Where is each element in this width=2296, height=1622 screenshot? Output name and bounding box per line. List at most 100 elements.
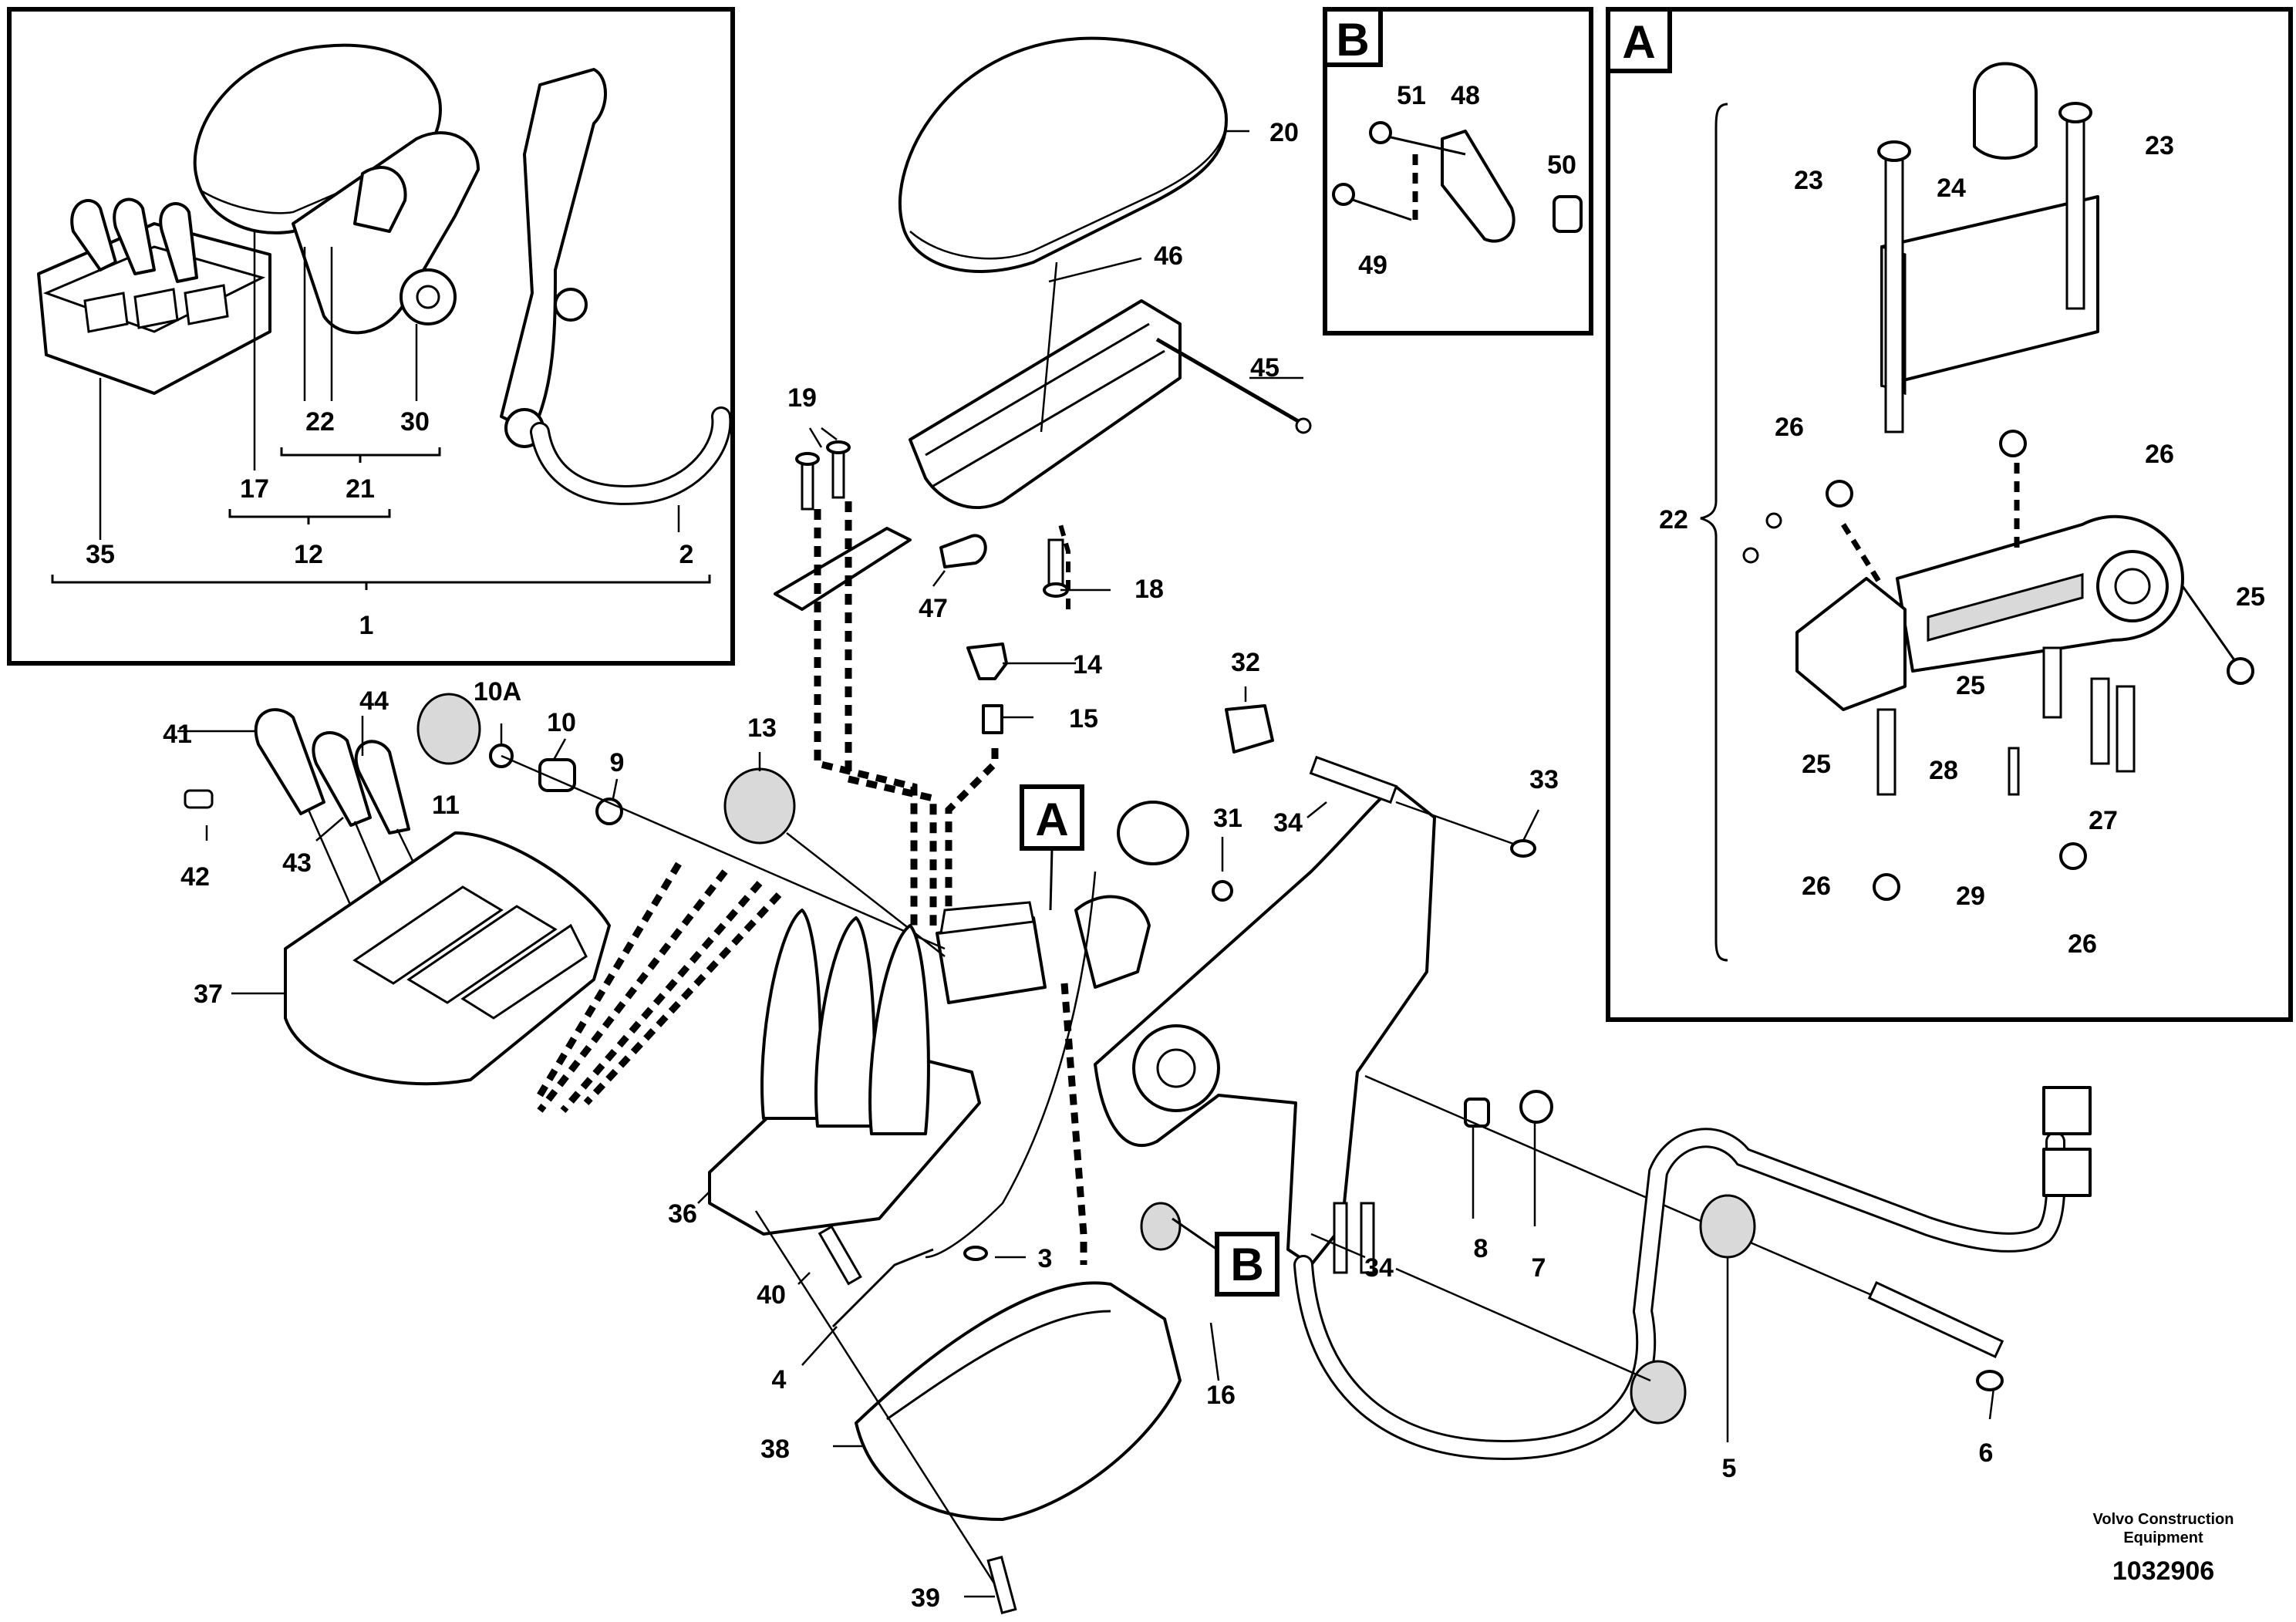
label-40: 40 <box>757 1280 786 1310</box>
screw-3 <box>963 1246 988 1261</box>
label-22-detail: 22 <box>1659 505 1688 534</box>
detail-b-frame <box>1323 7 1593 336</box>
connector-a <box>2042 1086 2092 1135</box>
washer-31 <box>1212 880 1233 902</box>
label-11: 11 <box>432 791 460 820</box>
bushing-5-b <box>1630 1360 1687 1425</box>
label-20: 20 <box>1269 118 1299 147</box>
screw-47 <box>939 534 987 568</box>
bolt-25-b <box>2042 646 2062 719</box>
bolt-27-a <box>2090 677 2110 765</box>
cap-14 <box>966 642 1008 680</box>
bolt-23-right <box>2065 114 2085 310</box>
bushing-5-a <box>1699 1194 1756 1259</box>
label-34-bottom: 34 <box>1364 1253 1394 1283</box>
main-exploded-view: A B <box>163 36 2092 1614</box>
armrest-pad-20 <box>898 36 1228 273</box>
label-51: 51 <box>1397 81 1426 110</box>
label-35: 35 <box>86 540 115 569</box>
nut-26-c <box>1826 480 1853 508</box>
bolt-23-left <box>1884 153 1904 433</box>
label-37: 37 <box>194 980 223 1009</box>
bushing-50 <box>1553 195 1583 233</box>
label-16: 16 <box>1206 1381 1236 1410</box>
detail-a-frame <box>1606 7 2293 1022</box>
grip-44 <box>354 740 410 835</box>
label-27: 27 <box>2089 806 2118 835</box>
label-10a: 10A <box>474 677 521 706</box>
label-38: 38 <box>760 1435 790 1464</box>
nut-26-a <box>1873 873 1900 901</box>
label-26-a: 26 <box>1775 413 1804 442</box>
wire-4 <box>831 1248 934 1328</box>
bushing-b <box>1140 1202 1182 1251</box>
overview-support-bracket <box>292 131 480 335</box>
label-8: 8 <box>1474 1234 1489 1263</box>
publisher-line-1: Volvo Construction <box>2093 1511 2234 1528</box>
screw-39 <box>986 1556 1017 1614</box>
detail-a-letter: A <box>1622 16 1655 68</box>
drawing-number: 1032906 <box>2112 1556 2214 1586</box>
label-6: 6 <box>1979 1438 1994 1468</box>
label-26-b: 26 <box>2145 440 2174 469</box>
label-46: 46 <box>1154 241 1183 271</box>
mounting-block <box>1795 577 1907 711</box>
bump-stop-24 <box>1973 62 2038 160</box>
bolt-34-a <box>1333 1202 1348 1274</box>
cover-38 <box>855 1281 1182 1521</box>
label-42: 42 <box>180 862 210 892</box>
label-2: 2 <box>679 540 694 569</box>
bracket-12 <box>228 509 391 524</box>
knob-13 <box>723 767 796 845</box>
label-23-right: 23 <box>2145 131 2174 160</box>
label-25-a: 25 <box>2236 582 2265 612</box>
label-44: 44 <box>359 686 389 716</box>
detail-b-panel: B 51 48 50 49 <box>1323 7 1593 336</box>
overview-frame <box>7 7 735 666</box>
bolt-25-a <box>1876 708 1896 796</box>
label-25-b: 25 <box>1956 671 1985 700</box>
bracket-48 <box>1441 130 1515 243</box>
lever-boot-1 <box>760 909 822 1120</box>
label-5: 5 <box>1722 1454 1737 1483</box>
label-1: 1 <box>359 611 374 640</box>
callout-box-b <box>1215 1232 1279 1297</box>
grip-41 <box>254 708 325 815</box>
label-7: 7 <box>1532 1253 1546 1283</box>
bolt-6 <box>1867 1281 2004 1358</box>
bracket-1 <box>51 575 711 590</box>
label-21: 21 <box>346 474 375 504</box>
washer-7 <box>1519 1090 1553 1124</box>
label-18: 18 <box>1135 575 1164 604</box>
label-10: 10 <box>547 708 576 737</box>
label-4: 4 <box>772 1365 787 1394</box>
overview-lever-2 <box>113 197 156 275</box>
overview-mount-plate <box>500 68 607 433</box>
label-12: 12 <box>294 540 323 569</box>
label-41: 41 <box>163 720 192 749</box>
label-14: 14 <box>1073 650 1102 679</box>
label-32: 32 <box>1231 648 1260 677</box>
detail-b-letter: B <box>1336 14 1369 66</box>
bracket-21 <box>280 447 441 463</box>
screw-18 <box>1047 538 1064 588</box>
label-34-top: 34 <box>1273 808 1303 838</box>
spacer-10 <box>538 758 576 792</box>
pin-28 <box>2008 747 2020 796</box>
label-28: 28 <box>1929 756 1958 785</box>
slide-rail <box>774 527 912 611</box>
support-plate <box>1880 195 2099 387</box>
label-45: 45 <box>1250 353 1279 383</box>
label-49: 49 <box>1358 251 1387 280</box>
damper-body <box>1074 895 1151 989</box>
armrest-rail <box>909 299 1182 509</box>
bolt-34-top <box>1309 755 1398 804</box>
callout-a-letter: A <box>1035 794 1068 845</box>
bolt-51 <box>1369 121 1392 144</box>
label-25-c: 25 <box>1802 750 1831 779</box>
screw-33 <box>1510 839 1536 858</box>
nut-8 <box>1464 1098 1490 1128</box>
nut-26-b <box>2059 842 2087 870</box>
bolt-27-b <box>2116 685 2136 773</box>
